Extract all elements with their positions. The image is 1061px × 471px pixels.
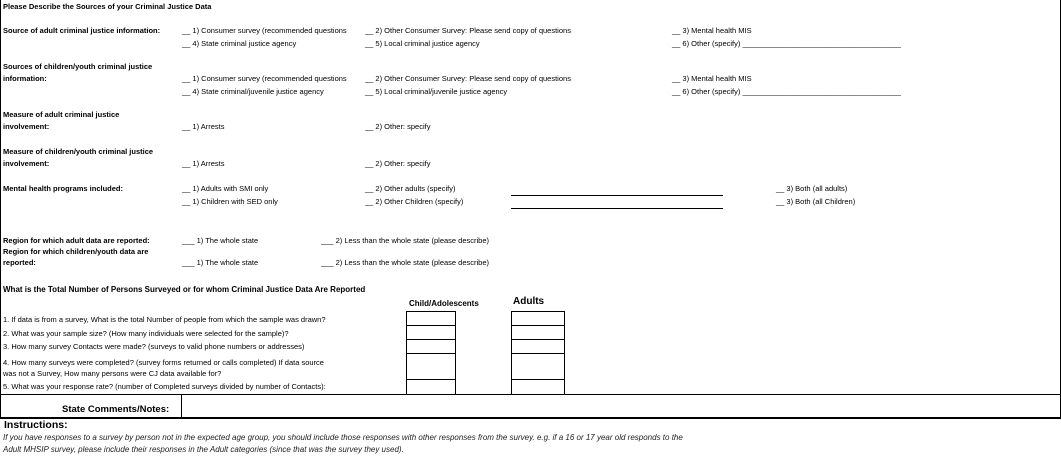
child-q2-input[interactable]: [406, 325, 456, 340]
region-child-option[interactable]: ___ 2) Less than the whole state (please…: [321, 258, 490, 267]
mh-option[interactable]: __ 3) Both (all adults): [776, 184, 848, 193]
region-child-label: reported:: [3, 258, 36, 267]
question: was not a Survey, How many persons were …: [3, 369, 222, 378]
adult-q3-input[interactable]: [511, 339, 565, 354]
adult-source-label: Source of adult criminal justice informa…: [3, 26, 161, 35]
child-source-option[interactable]: __ 2) Other Consumer Survey: Please send…: [365, 74, 571, 83]
form-title: Please Describe the Sources of your Crim…: [3, 2, 212, 11]
region-adult-option[interactable]: ___ 2) Less than the whole state (please…: [321, 236, 490, 245]
mh-programs-label: Mental health programs included:: [3, 184, 124, 193]
child-q1-input[interactable]: [406, 311, 456, 326]
child-source-option[interactable]: __ 4) State criminal/juvenile justice ag…: [182, 87, 324, 96]
child-measure-label: Measure of children/youth criminal justi…: [3, 147, 154, 156]
specify-line[interactable]: [511, 208, 723, 209]
specify-line[interactable]: [511, 195, 723, 196]
child-q4-input[interactable]: [406, 353, 456, 380]
adult-q1-input[interactable]: [511, 311, 565, 326]
mh-option[interactable]: __ 1) Adults with SMI only: [182, 184, 269, 193]
question: 1. If data is from a survey, What is the…: [3, 315, 326, 324]
adult-source-option[interactable]: __ 1) Consumer survey (recommended quest…: [182, 26, 347, 35]
child-source-option[interactable]: __ 3) Mental health MIS: [672, 74, 752, 83]
child-source-label: Sources of children/youth criminal justi…: [3, 62, 153, 71]
region-adult-option[interactable]: ___ 1) The whole state: [182, 236, 259, 245]
adult-q4-input[interactable]: [511, 353, 565, 380]
child-source-option[interactable]: __ 1) Consumer survey (recommended quest…: [182, 74, 347, 83]
region-adult-label: Region for which adult data are reported…: [3, 236, 150, 245]
comments-label: State Comments/Notes:: [62, 404, 170, 415]
child-source-option[interactable]: __ 6) Other (specify) __________________…: [672, 87, 901, 96]
child-measure-label: involvement:: [3, 159, 50, 168]
instructions-heading: Instructions:: [4, 419, 68, 431]
region-child-label: Region for which children/youth data are: [3, 247, 149, 256]
child-q5-input[interactable]: [406, 379, 456, 395]
child-measure-option[interactable]: __ 2) Other: specify: [365, 159, 431, 168]
question: 2. What was your sample size? (How many …: [3, 329, 289, 338]
adult-source-option[interactable]: __ 3) Mental health MIS: [672, 26, 752, 35]
mh-option[interactable]: __ 3) Both (all Children): [776, 197, 856, 206]
question: 3. How many survey Contacts were made? (…: [3, 342, 305, 351]
adult-source-option[interactable]: __ 5) Local criminal justice agency: [365, 39, 480, 48]
adult-measure-label: involvement:: [3, 122, 50, 131]
divider: [0, 394, 1061, 395]
mh-option[interactable]: __ 1) Children with SED only: [182, 197, 278, 206]
mh-option[interactable]: __ 2) Other adults (specify): [365, 184, 456, 193]
question: 4. How many surveys were completed? (sur…: [3, 358, 324, 367]
col-child-header: Child/Adolescents: [409, 299, 479, 308]
totals-heading: What is the Total Number of Persons Surv…: [3, 285, 366, 294]
divider: [0, 418, 1061, 419]
adult-measure-option[interactable]: __ 2) Other: specify: [365, 122, 431, 131]
col-adult-header: Adults: [513, 296, 545, 307]
region-child-option[interactable]: ___ 1) The whole state: [182, 258, 259, 267]
child-measure-option[interactable]: __ 1) Arrests: [182, 159, 225, 168]
instructions-text: If you have responses to a survey by per…: [3, 433, 683, 442]
adult-q5-input[interactable]: [511, 379, 565, 395]
question: 5. What was your response rate? (number …: [3, 382, 326, 391]
child-q3-input[interactable]: [406, 339, 456, 354]
adult-q2-input[interactable]: [511, 325, 565, 340]
adult-measure-option[interactable]: __ 1) Arrests: [182, 122, 225, 131]
adult-source-option[interactable]: __ 2) Other Consumer Survey: Please send…: [365, 26, 571, 35]
child-source-label: information:: [3, 74, 47, 83]
adult-source-option[interactable]: __ 4) State criminal justice agency: [182, 39, 297, 48]
adult-source-option[interactable]: __ 6) Other (specify) __________________…: [672, 39, 901, 48]
divider: [181, 394, 182, 418]
child-source-option[interactable]: __ 5) Local criminal/juvenile justice ag…: [365, 87, 508, 96]
adult-measure-label: Measure of adult criminal justice: [3, 110, 120, 119]
mh-option[interactable]: __ 2) Other Children (specify): [365, 197, 464, 206]
comments-input[interactable]: [182, 395, 1059, 417]
instructions-text: Adult MHSIP survey, please include their…: [3, 445, 404, 454]
